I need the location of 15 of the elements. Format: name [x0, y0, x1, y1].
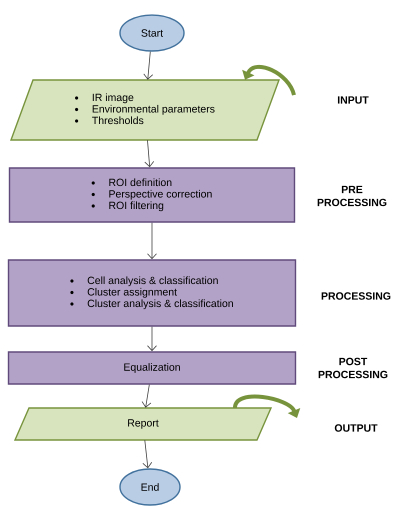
- process-box: Cell analysis & classification Cluster assignment Cluster analysis & classification: [8, 259, 296, 327]
- arrow: [143, 51, 154, 80]
- arrow: [144, 140, 154, 168]
- stage-label: INPUT: [338, 96, 369, 104]
- stage-label: PROCESSING: [322, 292, 390, 300]
- arrow: [147, 222, 157, 260]
- arrow: [142, 440, 152, 468]
- stage-label: PRE PROCESSING: [318, 186, 386, 206]
- stage-label: OUTPUT: [334, 424, 378, 432]
- process-box: Equalization: [8, 351, 296, 385]
- process-box: ROI definition Perspective correction ROI filtering: [8, 167, 296, 223]
- data-parallelogram: IR image Environmental parameters Thresholds: [10, 79, 280, 141]
- arrow: [142, 384, 152, 408]
- arrow: [147, 326, 157, 352]
- stage-label: POST PROCESSING: [318, 358, 388, 378]
